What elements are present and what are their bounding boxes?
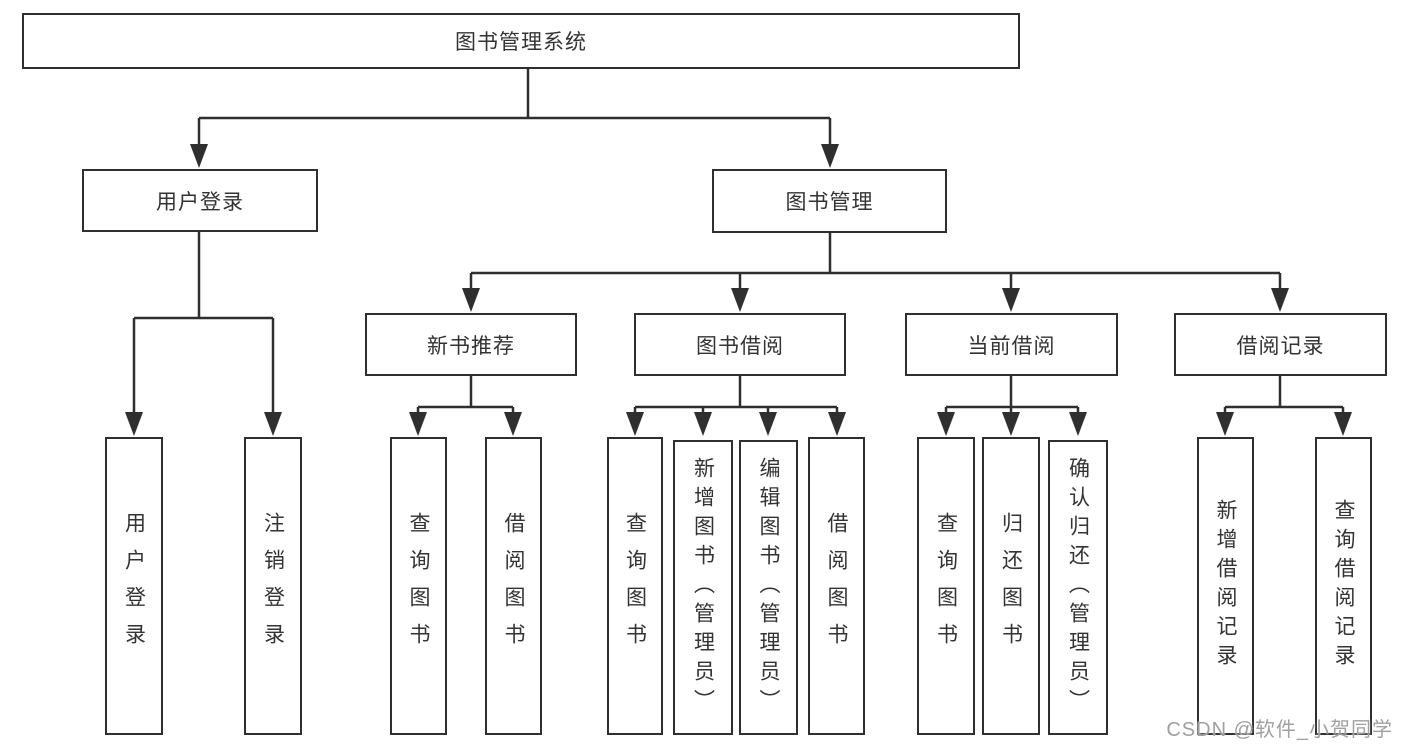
arrowhead-icon xyxy=(759,412,777,436)
leaf-label: 新增图书（管理员） xyxy=(691,457,715,718)
node-book-management: 图书管理 xyxy=(712,169,947,233)
leaf-edit-book-admin: 编辑图书（管理员） xyxy=(739,440,798,735)
node-label: 新书推荐 xyxy=(427,334,515,358)
node-new-book-recommend: 新书推荐 xyxy=(365,313,577,376)
csdn-watermark: CSDN @软件_小贺同学 xyxy=(1166,719,1393,741)
node-label: 用户登录 xyxy=(156,190,244,214)
leaf-borrow-book-2: 借阅图书 xyxy=(808,437,865,735)
leaf-label: 编辑图书（管理员） xyxy=(757,457,780,718)
arrowhead-icon xyxy=(821,144,839,168)
leaf-add-borrow-record: 新增借阅记录 xyxy=(1197,437,1254,735)
leaf-return-book: 归还图书 xyxy=(982,437,1040,735)
leaf-query-book-3: 查询图书 xyxy=(917,437,975,735)
arrowhead-icon xyxy=(1002,412,1020,436)
leaf-label: 用户登录 xyxy=(122,512,146,660)
arrowhead-icon xyxy=(409,412,427,436)
leaf-label: 查询图书 xyxy=(934,512,958,660)
leaf-user-login: 用户登录 xyxy=(105,437,163,735)
arrowhead-icon xyxy=(731,288,749,312)
node-current-borrow: 当前借阅 xyxy=(905,313,1118,376)
arrowhead-icon xyxy=(1334,412,1352,436)
leaf-borrow-book-1: 借阅图书 xyxy=(485,437,542,735)
arrowhead-icon xyxy=(694,412,712,436)
node-label: 借阅记录 xyxy=(1236,334,1325,358)
arrowheads xyxy=(125,144,1352,436)
arrowhead-icon xyxy=(190,144,208,168)
leaf-query-book-2: 查询图书 xyxy=(607,437,663,735)
leaf-label: 新增借阅记录 xyxy=(1214,499,1237,673)
arrowhead-icon xyxy=(462,288,480,312)
leaf-label: 查询图书 xyxy=(407,512,430,660)
leaf-label: 查询图书 xyxy=(623,512,647,660)
node-label: 图书管理 xyxy=(785,191,874,214)
connector-path xyxy=(132,69,1345,414)
arrowhead-icon xyxy=(504,412,522,436)
arrowhead-icon xyxy=(1216,412,1234,436)
leaf-label: 注销登录 xyxy=(261,512,285,660)
arrowhead-icon xyxy=(828,412,846,436)
arrowhead-icon xyxy=(937,412,955,436)
arrowhead-icon xyxy=(1069,412,1087,436)
leaf-label: 归还图书 xyxy=(999,512,1023,660)
arrowhead-icon xyxy=(125,412,143,436)
node-user-login: 用户登录 xyxy=(82,169,318,232)
leaf-query-borrow-record: 查询借阅记录 xyxy=(1315,437,1372,735)
leaf-query-book-1: 查询图书 xyxy=(390,437,447,735)
leaf-label: 借阅图书 xyxy=(825,512,848,660)
node-label: 图书借阅 xyxy=(696,334,784,358)
leaf-label: 确认归还（管理员） xyxy=(1066,457,1090,718)
node-label: 图书管理系统 xyxy=(455,31,587,54)
leaf-label: 查询借阅记录 xyxy=(1332,499,1355,673)
node-borrow-record: 借阅记录 xyxy=(1174,313,1387,376)
node-library-management-system: 图书管理系统 xyxy=(22,13,1020,69)
node-label: 当前借阅 xyxy=(967,334,1056,358)
leaf-confirm-return-admin: 确认归还（管理员） xyxy=(1048,440,1108,735)
arrowhead-icon xyxy=(264,412,282,436)
leaf-logout: 注销登录 xyxy=(244,437,302,735)
arrowhead-icon xyxy=(626,412,644,436)
arrowhead-icon xyxy=(1271,288,1289,312)
arrowhead-icon xyxy=(1002,288,1020,312)
leaf-add-book-admin: 新增图书（管理员） xyxy=(673,440,733,735)
node-book-borrow: 图书借阅 xyxy=(634,313,846,376)
leaf-label: 借阅图书 xyxy=(502,512,525,660)
